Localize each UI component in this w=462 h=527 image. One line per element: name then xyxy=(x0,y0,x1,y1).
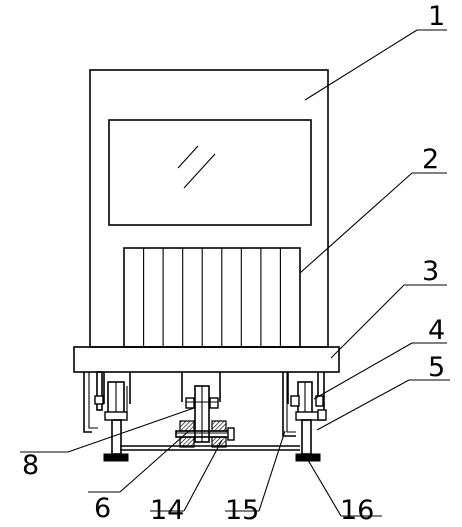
label-4: 4 xyxy=(428,315,445,346)
label-2: 2 xyxy=(422,144,439,175)
gear-left xyxy=(179,420,195,448)
label-16: 16 xyxy=(340,495,374,526)
label-15: 15 xyxy=(225,495,259,526)
label-5: 5 xyxy=(428,352,445,383)
vent-grille xyxy=(123,247,301,348)
label-6: 6 xyxy=(94,493,111,524)
leader-lines xyxy=(20,29,450,517)
cabinet-body xyxy=(89,69,329,348)
left-foot-assembly xyxy=(83,371,131,462)
base-plate xyxy=(73,346,340,373)
display-window xyxy=(108,119,312,226)
gear-right xyxy=(211,420,227,448)
label-14: 14 xyxy=(150,495,184,526)
middle-foot-assembly xyxy=(181,372,221,443)
label-1: 1 xyxy=(428,1,445,32)
label-8: 8 xyxy=(22,450,39,481)
cross-shaft xyxy=(120,427,300,451)
label-3: 3 xyxy=(422,256,439,287)
right-foot-assembly xyxy=(282,372,327,462)
